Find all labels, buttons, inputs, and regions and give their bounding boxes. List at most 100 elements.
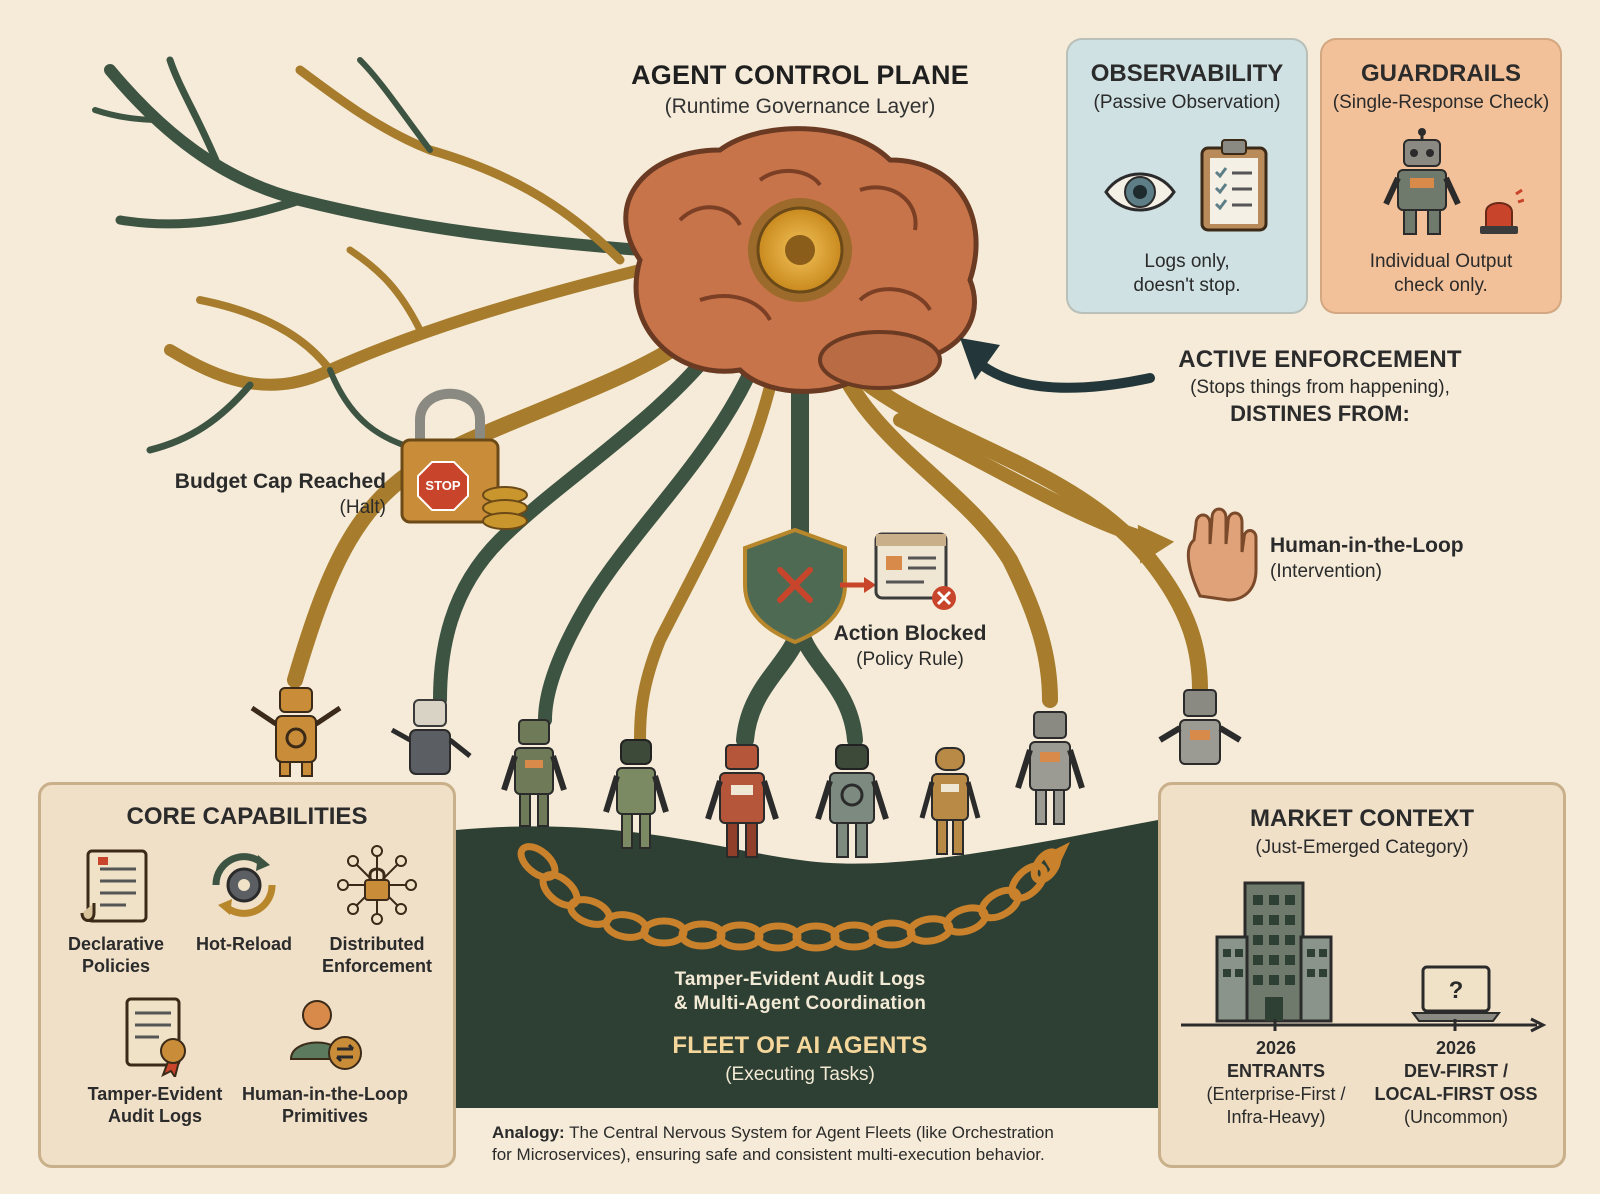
page-title: AGENT CONTROL PLANE [631,60,969,90]
capability-label-line1: Declarative [67,934,165,954]
fleet-caption-line1: Tamper-Evident Audit Logs [674,969,926,990]
observability-panel: OBSERVABILITY (Passive Observation) Logs… [1066,38,1308,314]
capability-label-line2: Policies [81,956,151,976]
laptop-icon [1411,965,1501,1022]
nerve-paths [287,322,1208,749]
market-dev-first: 2026 DEV-FIRST / LOCAL-FIRST OSS (Uncomm… [1361,1037,1551,1129]
core-capabilities-panel: CORE CAPABILITIES Declarative Policies H… [38,782,456,1168]
hand-icon [1186,507,1258,602]
observability-note-line2: doesn't stop. [1133,275,1241,296]
brain-illustration [623,126,979,394]
robot-fleet [250,687,1242,858]
timeline-axis [1181,1017,1547,1033]
robot [603,739,669,849]
active-enforcement-title: ACTIVE ENFORCEMENT [1178,346,1462,373]
alarm-light-icon [1480,188,1524,234]
fleet-caption-line2: & Multi-Agent Coordination [673,993,927,1014]
robot [1158,689,1242,765]
robot [501,719,567,827]
blocked-window-icon [874,532,956,610]
chain [517,843,1062,952]
laptop-question-mark: ? [1448,977,1464,1004]
certificate-icon [125,997,186,1077]
analogy-text-line2: for Microservices), ensuring safe and co… [492,1145,1045,1164]
network-lock-icon [337,845,417,925]
page-subtitle: (Runtime Governance Layer) [664,95,936,118]
chain-arrowhead [1042,842,1070,876]
clipboard-icon [1200,139,1268,232]
eye-icon [1104,172,1176,212]
capability-label-line2: Audit Logs [108,1106,202,1126]
entrants-desc-line2: Infra-Heavy) [1226,1107,1326,1127]
guardrails-panel: GUARDRAILS (Single-Response Check) Indiv… [1320,38,1562,314]
budget-label: Budget Cap Reached (Halt) [160,470,386,519]
fleet-title: FLEET OF AI AGENTS [672,1032,928,1059]
padlock-icon [400,388,528,530]
active-enforcement-suffix: DISTINES FROM: [1230,401,1410,426]
guardrails-note: Individual Output check only. [1322,250,1560,298]
robot [705,744,779,858]
scroll-icon [80,849,148,923]
robot [1015,711,1085,825]
entrants-desc-line1: (Enterprise-First / [1206,1084,1346,1104]
action-blocked-title: Action Blocked [833,622,987,645]
fleet-subtitle: (Executing Tasks) [725,1064,875,1085]
budget-subtitle: (Halt) [339,497,386,518]
robot [815,744,889,858]
core-title: CORE CAPABILITIES [126,803,368,830]
building-icon [1215,881,1333,1023]
enforcement-arrow [970,355,1155,393]
action-blocked-label: Action Blocked (Policy Rule) [820,622,1000,671]
fleet-caption: Tamper-Evident Audit Logs & Multi-Agent … [600,968,1000,1016]
market-title: MARKET CONTEXT [1250,805,1474,832]
action-blocked-subtitle: (Policy Rule) [856,649,964,670]
header: AGENT CONTROL PLANE (Runtime Governance … [540,60,1060,119]
capability-hitl-primitives: Human-in-the-Loop Primitives [237,993,413,1127]
market-subtitle: (Just-Emerged Category) [1255,837,1469,858]
refresh-gear-icon [212,853,276,917]
capability-label-line2: Primitives [281,1106,369,1126]
guardrails-subtitle: (Single-Response Check) [1332,92,1550,113]
budget-title: Budget Cap Reached [174,470,386,493]
observability-note-line1: Logs only, [1144,251,1230,272]
analogy-text-line1: The Central Nervous System for Agent Fle… [564,1123,1054,1142]
stop-sign-text: STOP [425,478,461,493]
dev-first-year: 2026 [1435,1038,1477,1058]
analogy-label: Analogy: [492,1123,565,1142]
left-branches [92,56,646,454]
market-context-panel: MARKET CONTEXT (Just-Emerged Category) ?… [1158,782,1566,1168]
guardrails-note-line1: Individual Output [1369,251,1513,272]
hitl-label: Human-in-the-Loop (Intervention) [1270,534,1510,583]
enforcement-arrowhead [960,338,1000,380]
person-swap-icon [289,1000,362,1070]
dev-first-title-line2: LOCAL-FIRST OSS [1374,1084,1538,1104]
hitl-title: Human-in-the-Loop [1270,534,1464,557]
fleet-title-block: FLEET OF AI AGENTS (Executing Tasks) [600,1032,1000,1086]
robot [390,699,472,775]
dev-first-desc: (Uncommon) [1403,1107,1509,1127]
guardrails-title: GUARDRAILS [1361,60,1521,87]
market-entrants: 2026 ENTRANTS (Enterprise-First / Infra-… [1181,1037,1371,1129]
capability-label-line1: Human-in-the-Loop [242,1084,408,1104]
capability-hot-reload: Hot-Reload [181,843,307,955]
active-enforcement: ACTIVE ENFORCEMENT (Stops things from ha… [1140,346,1500,427]
guardrails-note-line2: check only. [1394,275,1488,296]
robot [250,687,342,777]
capability-declarative-policies: Declarative Policies [53,843,179,977]
robot-icon [1383,128,1461,235]
entrants-title: ENTRANTS [1227,1061,1325,1081]
capability-label-line1: Distributed [329,934,425,954]
ground [456,820,1158,1108]
entrants-year: 2026 [1255,1038,1297,1058]
shield-icon [743,527,876,645]
capability-label-line2: Enforcement [321,956,433,976]
observability-title: OBSERVABILITY [1090,60,1284,87]
active-enforcement-subtitle: (Stops things from happening), [1190,377,1450,398]
capability-label-line1: Tamper-Evident [87,1084,223,1104]
dev-first-title-line1: DEV-FIRST / [1403,1061,1508,1081]
hitl-subtitle: (Intervention) [1270,561,1382,582]
capability-label-line1: Hot-Reload [196,934,292,954]
observability-note: Logs only, doesn't stop. [1068,250,1306,298]
analogy-note: Analogy: The Central Nervous System for … [492,1122,1132,1166]
